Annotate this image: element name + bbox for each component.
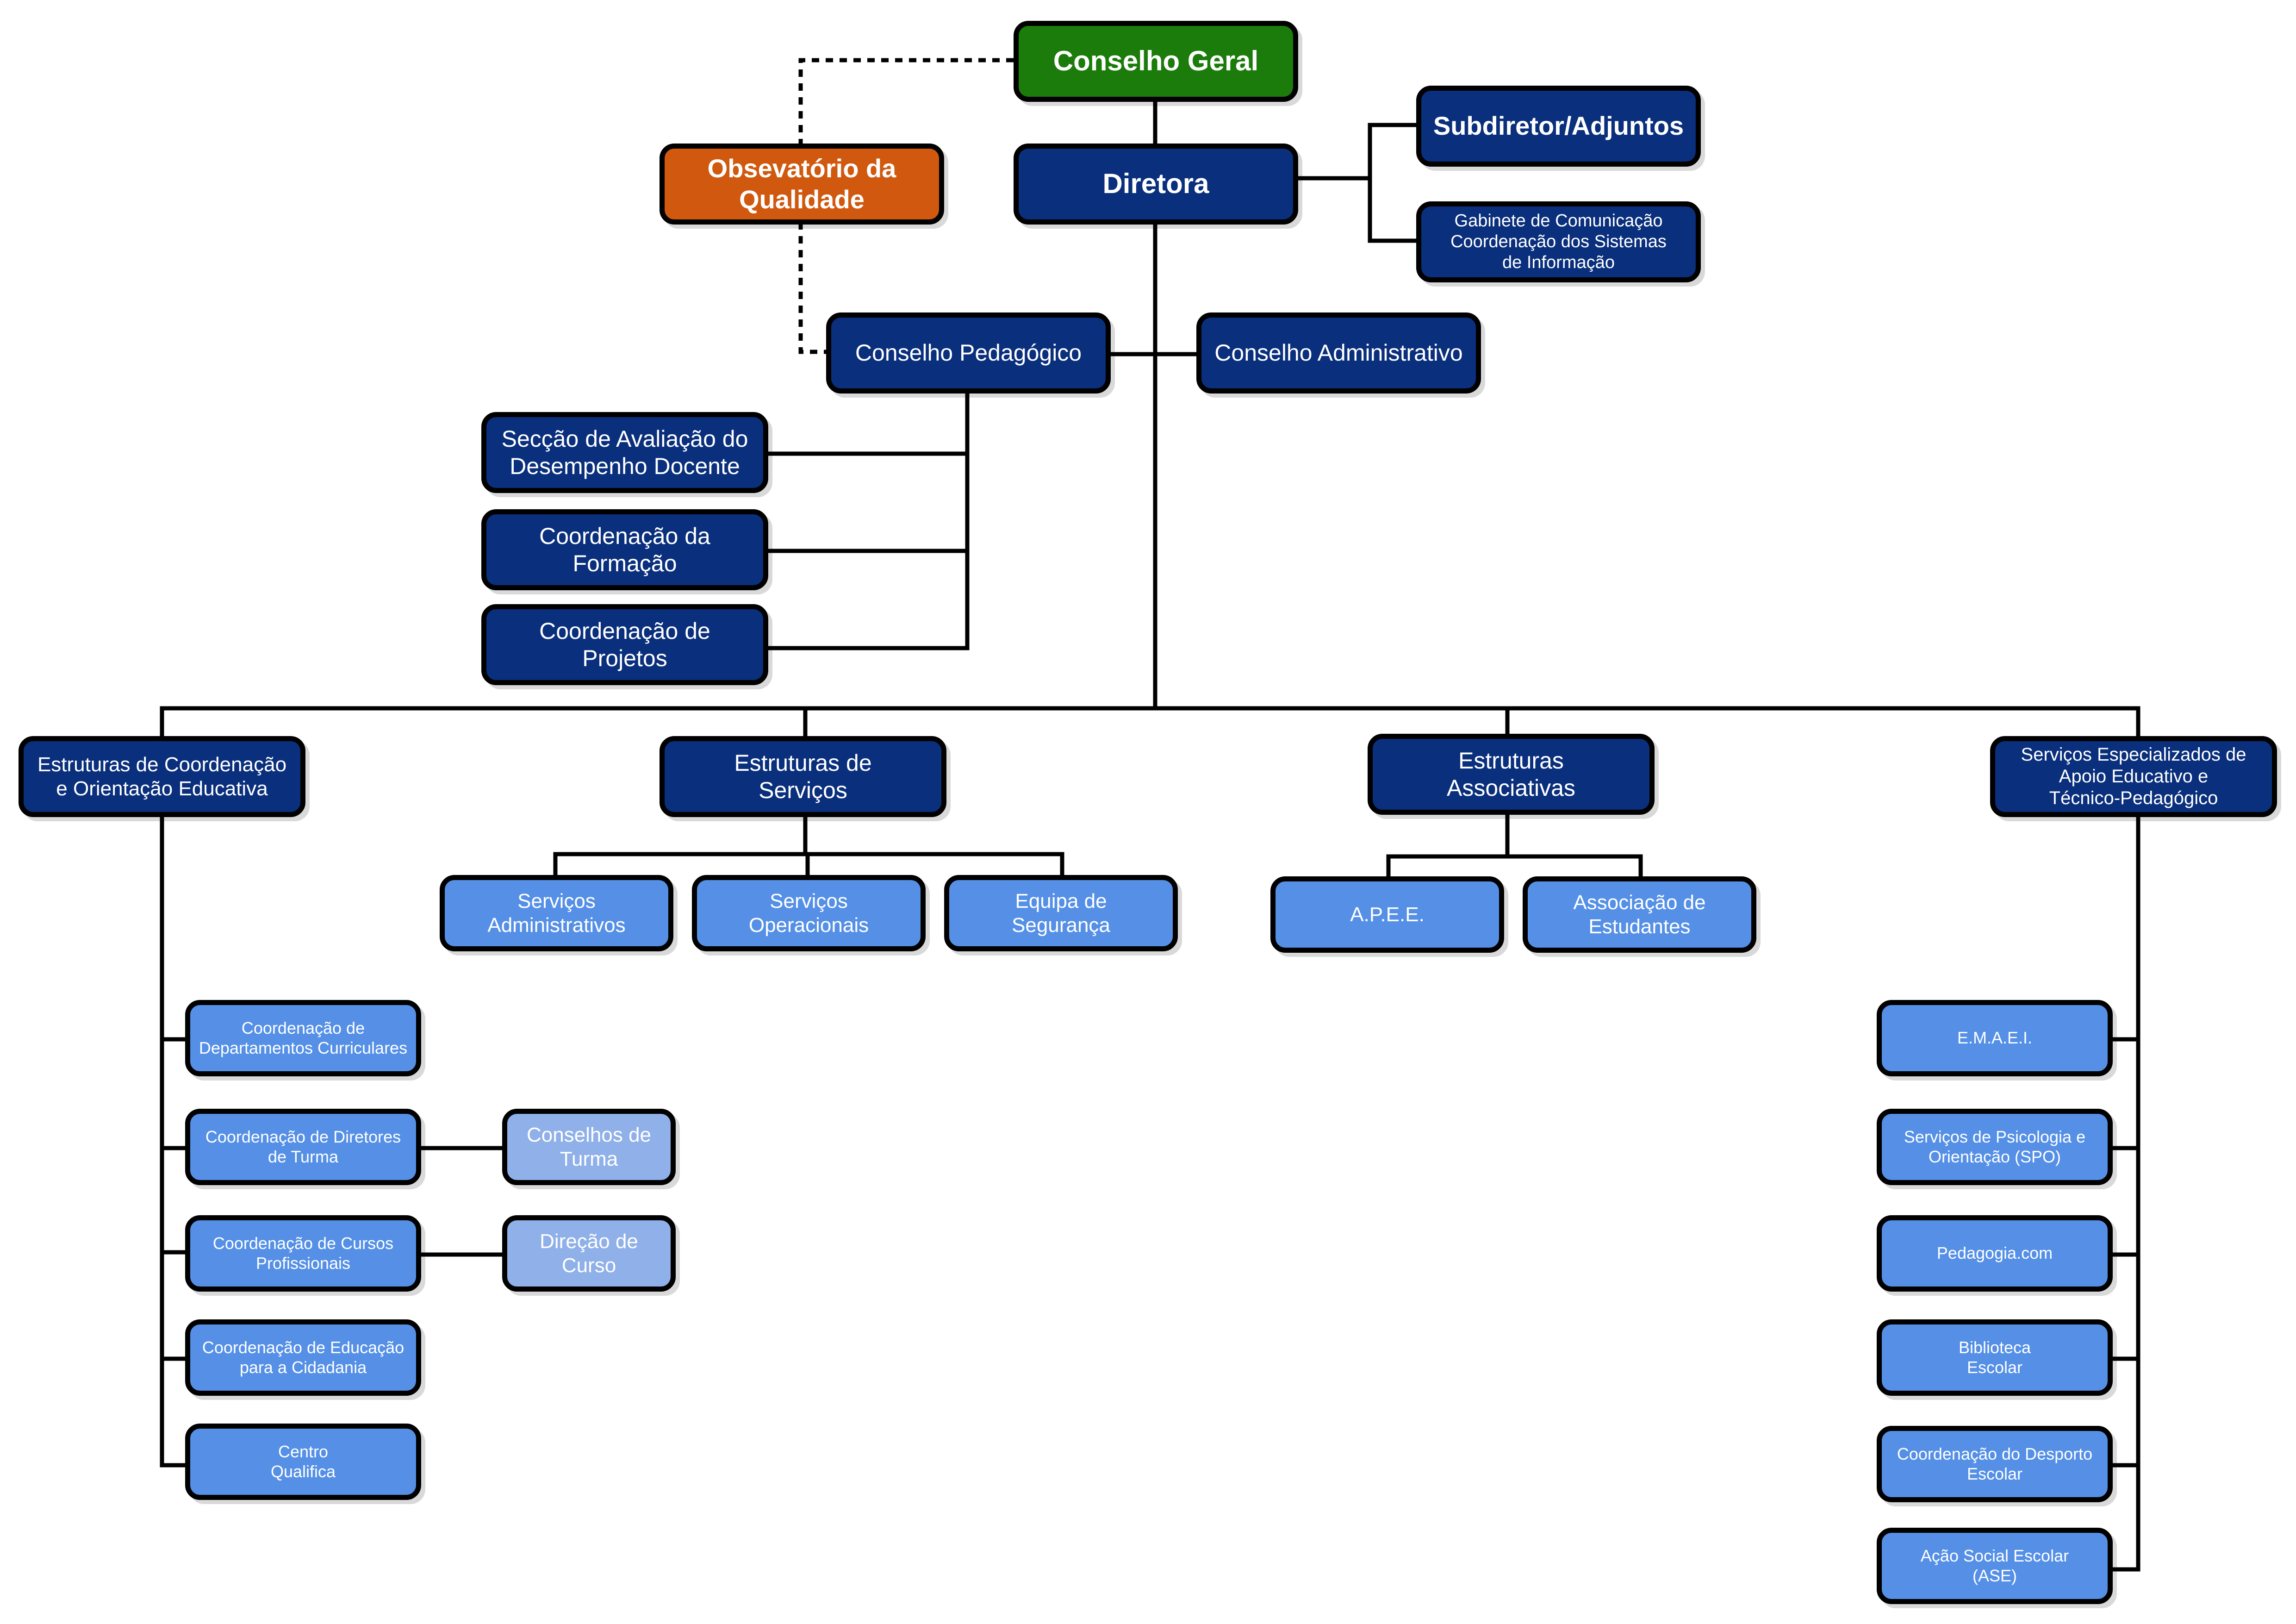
line-left-trunk xyxy=(160,812,190,1468)
node-coord-cursos-profissionais[interactable]: Coordenação de Cursos Profissionais xyxy=(185,1215,421,1292)
node-conselho-pedagogico[interactable]: Conselho Pedagógico xyxy=(826,312,1111,394)
node-desporto-escolar[interactable]: Coordenação do Desporto Escolar xyxy=(1877,1426,2113,1502)
node-coordenacao-formacao[interactable]: Coordenação da Formação xyxy=(481,509,768,590)
node-coordenacao-projetos[interactable]: Coordenação de Projetos xyxy=(481,604,768,685)
node-observatorio-qualidade[interactable]: Obsevatório da Qualidade xyxy=(660,144,944,225)
node-estruturas-coordenacao[interactable]: Estruturas de Coordenação e Orientação E… xyxy=(19,736,305,817)
node-associacao-estudantes[interactable]: Associação de Estudantes xyxy=(1523,876,1756,953)
node-servicos-operacionais[interactable]: Serviços Operacionais xyxy=(692,875,926,951)
node-direcao-curso[interactable]: Direção de Curso xyxy=(502,1215,676,1292)
line-pedagogico-subitems xyxy=(764,391,970,650)
node-subdiretor-adjuntos[interactable]: Subdiretor/Adjuntos xyxy=(1416,86,1701,167)
line-servicos-children xyxy=(553,812,1064,880)
line-right-trunk xyxy=(2106,815,2140,1572)
node-spo[interactable]: Serviços de Psicologia e Orientação (SPO… xyxy=(1877,1109,2113,1185)
node-conselho-geral[interactable]: Conselho Geral xyxy=(1014,21,1298,102)
node-coord-educacao-cidadania[interactable]: Coordenação de Educação para a Cidadania xyxy=(185,1319,421,1396)
line-associativas-children xyxy=(1386,812,1643,881)
node-diretora[interactable]: Diretora xyxy=(1014,144,1298,225)
node-emaei[interactable]: E.M.A.E.I. xyxy=(1877,1000,2113,1076)
node-servicos-especializados[interactable]: Serviços Especializados de Apoio Educati… xyxy=(1990,736,2277,817)
node-pedagogia-com[interactable]: Pedagogia.com xyxy=(1877,1215,2113,1292)
line-diretora-subdiretor xyxy=(1294,123,1421,243)
node-conselho-administrativo[interactable]: Conselho Administrativo xyxy=(1196,312,1481,394)
line-main-bar xyxy=(160,706,2140,741)
node-estruturas-associativas[interactable]: Estruturas Associativas xyxy=(1368,734,1655,815)
node-servicos-administrativos[interactable]: Serviços Administrativos xyxy=(440,875,673,951)
node-centro-qualifica[interactable]: Centro Qualifica xyxy=(185,1424,421,1500)
node-equipa-seguranca[interactable]: Equipa de Segurança xyxy=(944,875,1178,951)
node-estruturas-servicos[interactable]: Estruturas de Serviços xyxy=(660,736,946,817)
node-coord-diretores-turma[interactable]: Coordenação de Diretores de Turma xyxy=(185,1109,421,1185)
node-apee[interactable]: A.P.E.E. xyxy=(1270,876,1504,953)
line-left-second-level xyxy=(417,1146,509,1257)
node-biblioteca-escolar[interactable]: Biblioteca Escolar xyxy=(1877,1319,2113,1396)
node-coord-departamentos[interactable]: Coordenação de Departamentos Curriculare… xyxy=(185,1000,421,1076)
node-seccao-avaliacao[interactable]: Secção de Avaliação do Desempenho Docent… xyxy=(481,412,768,493)
node-gabinete-comunicacao[interactable]: Gabinete de Comunicação Coordenação dos … xyxy=(1416,201,1701,282)
node-acao-social-escolar[interactable]: Ação Social Escolar (ASE) xyxy=(1877,1528,2113,1604)
node-conselhos-turma[interactable]: Conselhos de Turma xyxy=(502,1109,676,1185)
dotted-link-observatorio xyxy=(798,58,1014,354)
